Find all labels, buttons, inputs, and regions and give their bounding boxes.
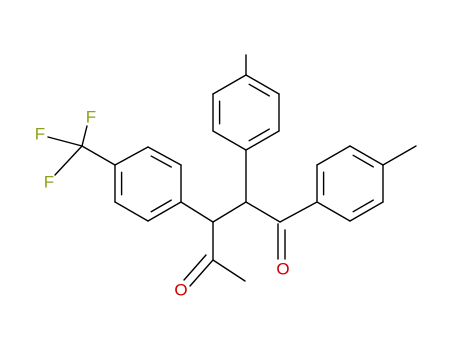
carbon-f3-bond	[54, 145, 83, 176]
right-tolyl-ring-bond	[349, 145, 384, 166]
trifluoromethylphenyl-ring-inner-bond	[150, 155, 172, 168]
trifluoromethylphenyl-ring-bond	[114, 146, 149, 166]
trifluoromethylphenyl-ring-bond	[147, 201, 182, 222]
ring-to-c3-bond	[180, 201, 214, 223]
right-tolyl-ring-inner-bond	[352, 199, 374, 213]
fluorine-atom-2: F	[86, 107, 96, 126]
c1-to-right-ring-bond	[279, 201, 318, 223]
trifluoromethylphenyl-ring-inner-bond	[150, 199, 172, 213]
right-methyl-bond	[382, 145, 417, 166]
ring-to-cf3-bond	[81, 145, 116, 166]
top-tolyl-ring-inner-bond	[248, 83, 270, 97]
bond-lines	[47, 54, 417, 287]
fluorine-atom-3: F	[44, 172, 54, 191]
carbon-f1-bond	[47, 136, 83, 147]
oxygen-atom-right-ketone: O	[276, 259, 289, 278]
carbon-f2-bond	[81, 125, 88, 147]
right-tolyl-ring-bond	[349, 201, 384, 222]
top-tolyl-ring-bond	[245, 130, 280, 151]
trifluoromethylphenyl-ring-bond	[114, 201, 149, 222]
right-tolyl-ring-inner-bond	[352, 154, 374, 168]
top-tolyl-ring-bond	[212, 130, 247, 151]
c2-c1-bond	[245, 201, 281, 223]
acetyl-carbonyl-bond	[189, 259, 214, 287]
trifluoromethylphenyl-ring-bond	[147, 146, 182, 166]
acetyl-methyl-bond	[212, 259, 246, 282]
top-tolyl-ring-bond	[212, 74, 247, 95]
right-tolyl-ring-bond	[316, 201, 351, 222]
atom-labels: F F F O O	[35, 107, 290, 299]
top-tolyl-ring-bond	[245, 74, 280, 95]
fluorine-atom-1: F	[35, 124, 45, 143]
c3-c2-bond	[212, 201, 247, 223]
top-tolyl-ring-inner-bond	[248, 128, 270, 142]
acetyl-carbonyl-double-bond	[183, 254, 207, 281]
right-tolyl-ring-bond	[316, 145, 351, 166]
oxygen-atom-left-ketone: O	[174, 280, 187, 299]
